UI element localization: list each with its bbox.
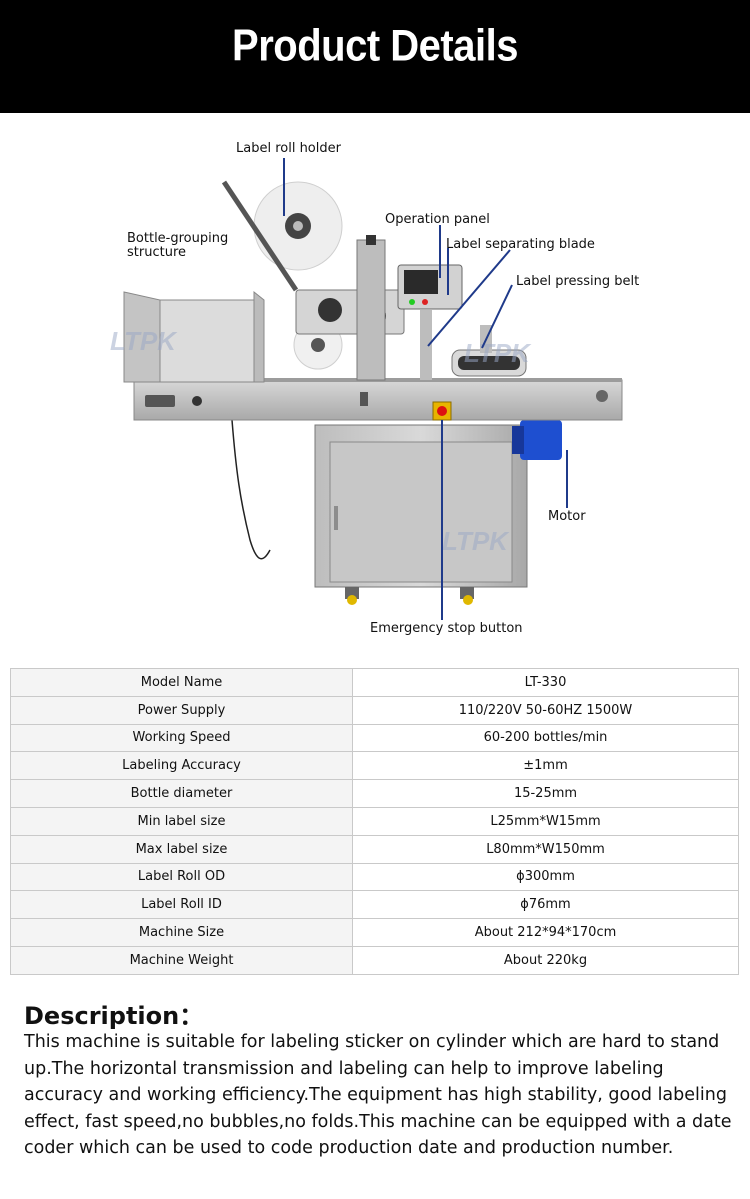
spec-value: LT-330	[352, 668, 739, 697]
svg-text:LTPK: LTPK	[110, 326, 178, 356]
spec-name: Working Speed	[10, 723, 353, 753]
cabinet	[314, 424, 528, 605]
description-text: This machine is suitable for labeling st…	[24, 1032, 732, 1158]
description-heading: Description：	[24, 1002, 204, 1030]
spec-name: Labeling Accuracy	[10, 751, 353, 781]
svg-text:LTPK: LTPK	[442, 526, 510, 556]
spec-value: ɸ300mm	[352, 862, 739, 892]
spec-name: Label Roll ID	[10, 890, 353, 920]
labeling-head	[295, 235, 405, 381]
svg-text:LTPK: LTPK	[464, 338, 532, 368]
bottle-grouping-hopper	[123, 290, 265, 383]
callout-bottle-grouping: Bottle-grouping	[127, 231, 229, 246]
conveyor	[133, 378, 623, 421]
machine-illustration: LTPK LTPK LTPK	[110, 158, 623, 620]
spec-name: Model Name	[10, 668, 353, 697]
header-banner: Product Details	[0, 0, 750, 113]
spec-name: Max label size	[10, 834, 353, 864]
callout-bottle-grouping-2: structure	[127, 245, 186, 260]
spec-value: 60-200 bottles/min	[352, 723, 739, 753]
spec-value: ɸ76mm	[352, 890, 739, 920]
motor-shape	[512, 420, 562, 460]
machine-figure: LTPK LTPK LTPK Label roll holder Bottle-…	[0, 120, 750, 650]
operation-panel	[397, 264, 463, 380]
spec-value: 15-25mm	[352, 779, 739, 808]
callout-label-separating-blade: Label separating blade	[446, 237, 595, 252]
spec-name: Bottle diameter	[10, 779, 353, 808]
table-row: Labeling Accuracy±1mm	[10, 751, 739, 781]
spec-name: Power Supply	[10, 695, 353, 725]
page-title: Product Details	[232, 21, 518, 71]
spec-value: 110/220V 50-60HZ 1500W	[352, 695, 739, 725]
spec-value: L25mm*W15mm	[352, 806, 739, 836]
spec-value: About 220kg	[352, 945, 739, 975]
spec-value: ±1mm	[352, 751, 739, 781]
spec-name: Min label size	[10, 806, 353, 836]
spec-name: Label Roll OD	[10, 862, 353, 892]
spec-value: L80mm*W150mm	[352, 834, 739, 864]
callout-operation-panel: Operation panel	[385, 212, 490, 227]
spec-name: Machine Weight	[10, 945, 353, 975]
callout-label-roll-holder: Label roll holder	[236, 141, 341, 156]
spec-value: About 212*94*170cm	[352, 918, 739, 947]
callout-label-pressing-belt: Label pressing belt	[516, 274, 640, 289]
callout-motor: Motor	[548, 509, 586, 524]
callout-emergency-stop: Emergency stop button	[370, 621, 523, 636]
spec-name: Machine Size	[10, 918, 353, 947]
callout-lines	[283, 158, 568, 620]
